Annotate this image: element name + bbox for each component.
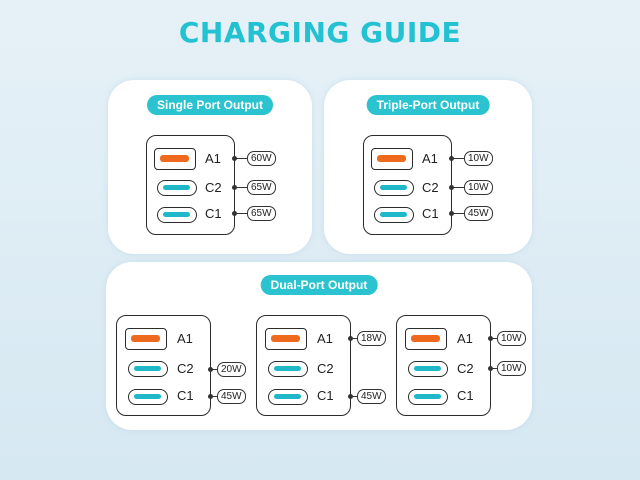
port-label-c2: C2 bbox=[177, 361, 194, 376]
port-label-a1: A1 bbox=[177, 331, 193, 346]
usb-c-port-icon bbox=[374, 180, 414, 196]
port-label-a1: A1 bbox=[205, 151, 221, 166]
leader-line bbox=[208, 366, 217, 372]
usb-c-port-icon bbox=[268, 361, 308, 377]
port-label-c1: C1 bbox=[205, 206, 222, 221]
dual-port-charger: A1 C2 C1 bbox=[256, 315, 351, 416]
single-port-charger: A1 C2 C1 bbox=[146, 135, 235, 235]
wattage-c2: 10W bbox=[497, 361, 526, 376]
usb-c-port-icon bbox=[374, 207, 414, 223]
wattage-c1: 65W bbox=[247, 206, 276, 221]
wattage-c2: 10W bbox=[464, 180, 493, 195]
usb-c-port-icon bbox=[157, 207, 197, 223]
triple-port-charger: A1 C2 C1 bbox=[363, 135, 452, 235]
wattage-c1: 45W bbox=[357, 389, 386, 404]
wattage-a1: 10W bbox=[464, 151, 493, 166]
port-label-c1: C1 bbox=[317, 388, 334, 403]
leader-line bbox=[449, 210, 464, 216]
leader-line bbox=[232, 210, 247, 216]
triple-port-panel: Triple-Port Output A1 C2 C1 10W 10W 45W bbox=[324, 80, 532, 254]
usb-a-port-icon bbox=[154, 148, 196, 170]
wattage-a1: 60W bbox=[247, 151, 276, 166]
single-port-heading: Single Port Output bbox=[147, 95, 273, 115]
leader-line bbox=[232, 184, 247, 190]
wattage-a1: 10W bbox=[497, 331, 526, 346]
port-label-c2: C2 bbox=[422, 180, 439, 195]
usb-a-port-icon bbox=[371, 148, 413, 170]
port-label-a1: A1 bbox=[457, 331, 473, 346]
single-port-panel: Single Port Output A1 C2 C1 60W 65W 65W bbox=[108, 80, 312, 254]
usb-c-port-icon bbox=[268, 389, 308, 405]
port-label-a1: A1 bbox=[422, 151, 438, 166]
leader-line bbox=[348, 335, 357, 341]
usb-c-port-icon bbox=[128, 389, 168, 405]
port-label-c2: C2 bbox=[205, 180, 222, 195]
wattage-c2: 65W bbox=[247, 180, 276, 195]
leader-line bbox=[232, 155, 247, 161]
dual-port-panel: Dual-Port Output A1 C2 C1 20W 45W A1 C2 … bbox=[106, 262, 532, 430]
usb-a-port-icon bbox=[405, 328, 447, 350]
wattage-c1: 45W bbox=[464, 206, 493, 221]
port-label-c2: C2 bbox=[457, 361, 474, 376]
port-label-c1: C1 bbox=[457, 388, 474, 403]
usb-c-port-icon bbox=[408, 389, 448, 405]
dual-port-charger: A1 C2 C1 bbox=[116, 315, 211, 416]
leader-line bbox=[449, 155, 464, 161]
dual-port-heading: Dual-Port Output bbox=[260, 275, 378, 295]
usb-c-port-icon bbox=[157, 180, 197, 196]
wattage-c2: 20W bbox=[217, 362, 246, 377]
port-label-c1: C1 bbox=[422, 206, 439, 221]
usb-c-port-icon bbox=[128, 361, 168, 377]
page-title: CHARGING GUIDE bbox=[178, 16, 462, 49]
leader-line bbox=[449, 184, 464, 190]
port-label-c1: C1 bbox=[177, 388, 194, 403]
port-label-a1: A1 bbox=[317, 331, 333, 346]
leader-line bbox=[488, 335, 497, 341]
leader-line bbox=[208, 393, 217, 399]
dual-port-charger: A1 C2 C1 bbox=[396, 315, 491, 416]
usb-a-port-icon bbox=[125, 328, 167, 350]
usb-c-port-icon bbox=[408, 361, 448, 377]
port-label-c2: C2 bbox=[317, 361, 334, 376]
wattage-a1: 18W bbox=[357, 331, 386, 346]
leader-line bbox=[488, 365, 497, 371]
triple-port-heading: Triple-Port Output bbox=[366, 95, 490, 115]
usb-a-port-icon bbox=[265, 328, 307, 350]
wattage-c1: 45W bbox=[217, 389, 246, 404]
leader-line bbox=[348, 393, 357, 399]
